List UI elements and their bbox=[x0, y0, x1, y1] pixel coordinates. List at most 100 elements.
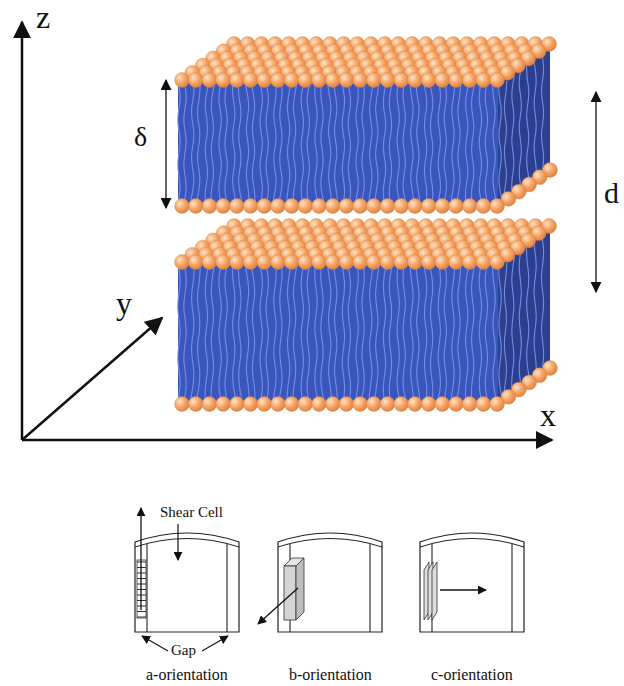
lipid-tail bbox=[527, 65, 530, 179]
shear-cell bbox=[135, 508, 239, 651]
lipid-tail bbox=[471, 268, 474, 398]
lipid-head bbox=[449, 397, 464, 412]
lipid-head bbox=[175, 255, 190, 270]
lipid-tail bbox=[430, 86, 433, 200]
lipid-head bbox=[380, 397, 395, 412]
lipid-tail bbox=[383, 268, 385, 398]
lipid-tail bbox=[348, 268, 350, 398]
part-label: Gap bbox=[171, 642, 196, 659]
lipid-head bbox=[175, 199, 190, 214]
shear-cell bbox=[258, 533, 382, 632]
tail-side bbox=[498, 226, 550, 404]
lipid-tail bbox=[499, 268, 502, 398]
lipid-tail bbox=[369, 86, 373, 200]
lipid-tail bbox=[321, 268, 324, 398]
lipid-tail bbox=[375, 268, 379, 398]
lipid-tail bbox=[389, 86, 391, 200]
lipid-head bbox=[325, 397, 340, 412]
lipid-tail bbox=[403, 86, 405, 200]
caption-label: c-orientation bbox=[431, 666, 513, 684]
lipid-head bbox=[408, 255, 423, 270]
lipid-tail bbox=[252, 86, 255, 200]
lipid-tail bbox=[416, 86, 420, 200]
lipid-tail bbox=[542, 237, 544, 367]
lipid-tail bbox=[397, 268, 399, 398]
lipid-tail bbox=[334, 86, 338, 200]
lipid-tail bbox=[342, 86, 344, 200]
axis-label: z bbox=[36, 0, 50, 35]
lipid-head bbox=[462, 255, 477, 270]
lipid-head bbox=[408, 73, 423, 88]
lipid-head bbox=[353, 73, 368, 88]
lipid-tail bbox=[197, 86, 200, 200]
lipid-tail bbox=[504, 81, 507, 195]
lipid-tail bbox=[438, 268, 440, 398]
lipid-tail bbox=[307, 86, 309, 200]
lipid-tail bbox=[246, 268, 249, 398]
lipid-tail bbox=[397, 86, 399, 200]
lipid-tail bbox=[287, 86, 290, 200]
lipid-head bbox=[490, 397, 505, 412]
lipid-tail bbox=[232, 86, 235, 200]
lipid-tail bbox=[485, 86, 487, 200]
lipid-head bbox=[394, 255, 409, 270]
lipid-head bbox=[462, 73, 477, 88]
lipid-tail bbox=[197, 268, 200, 398]
lipid-head bbox=[462, 199, 477, 214]
lipid-tail bbox=[238, 268, 241, 398]
lipid-tail bbox=[512, 76, 515, 190]
lipid-head bbox=[435, 255, 450, 270]
lipid-head bbox=[476, 397, 491, 412]
lipid-tail bbox=[451, 86, 454, 200]
lipid-head bbox=[366, 255, 381, 270]
lipid-tail bbox=[238, 86, 241, 200]
lipid-head bbox=[339, 199, 354, 214]
lipid-tail bbox=[504, 263, 507, 393]
shear-cell bbox=[420, 533, 524, 632]
lipid-tail bbox=[457, 268, 460, 398]
x-axis bbox=[22, 439, 552, 442]
lipid-head bbox=[243, 255, 258, 270]
lipid-head bbox=[271, 199, 286, 214]
lipid-head bbox=[202, 73, 217, 88]
lipid-head bbox=[366, 397, 381, 412]
lipid-tail bbox=[527, 247, 530, 377]
lipid-head bbox=[284, 199, 299, 214]
dimensions bbox=[166, 80, 596, 292]
z-axis bbox=[21, 22, 24, 440]
lipid-head bbox=[476, 255, 491, 270]
lipid-head bbox=[339, 255, 354, 270]
lipid-tail bbox=[328, 86, 332, 200]
lipid-tail bbox=[424, 268, 427, 398]
lipid-tail bbox=[499, 86, 502, 200]
lipid-head bbox=[449, 255, 464, 270]
lipid-head bbox=[421, 199, 436, 214]
lipid-tail bbox=[383, 86, 385, 200]
leader-arrow bbox=[177, 524, 178, 560]
lipid-head bbox=[312, 397, 327, 412]
lipid-tail bbox=[219, 268, 221, 398]
lipid-tail bbox=[485, 268, 487, 398]
lipid-head bbox=[476, 199, 491, 214]
lipid-tail bbox=[493, 86, 496, 200]
lipid-head bbox=[312, 255, 327, 270]
lipid-head bbox=[449, 73, 464, 88]
lipid-tail bbox=[356, 268, 358, 398]
axis-label: x bbox=[540, 398, 556, 433]
lipid-tail bbox=[451, 268, 454, 398]
lipid-tail bbox=[225, 86, 227, 200]
caption-label: b-orientation bbox=[289, 666, 372, 684]
lipid-head bbox=[175, 397, 190, 412]
leader-arrow bbox=[202, 636, 228, 651]
lipid-head bbox=[243, 199, 258, 214]
lipid-head bbox=[380, 73, 395, 88]
lipid-head bbox=[408, 199, 423, 214]
lipid-head bbox=[271, 73, 286, 88]
lipid-head bbox=[284, 73, 299, 88]
lipid-head bbox=[312, 73, 327, 88]
lipid-tail bbox=[479, 268, 481, 398]
lipid-tail bbox=[328, 268, 332, 398]
lipid-head bbox=[353, 199, 368, 214]
lipid-head bbox=[366, 199, 381, 214]
